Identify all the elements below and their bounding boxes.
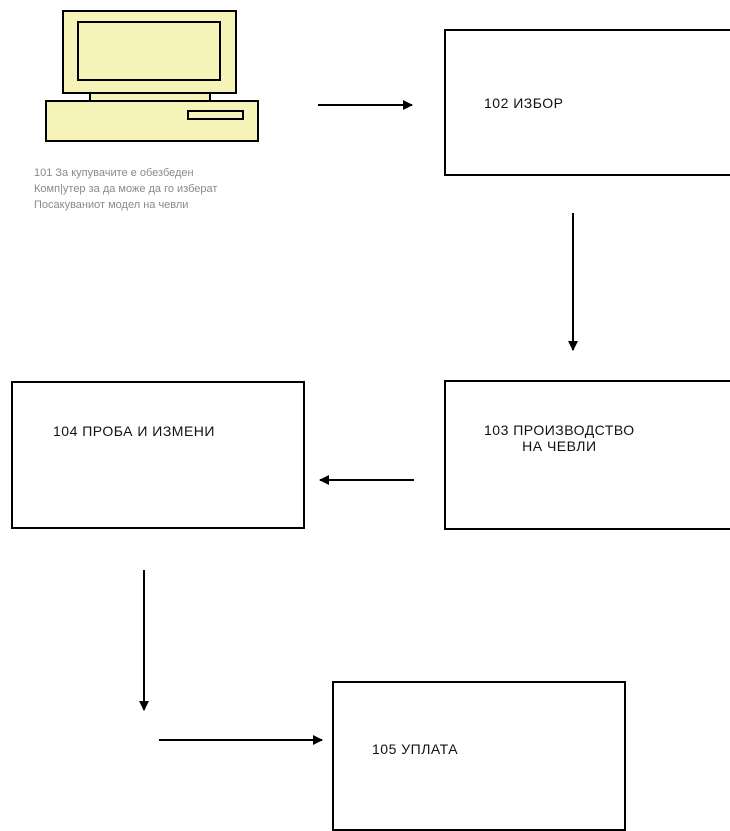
caption-line-1: 101 За купувачите е обезбеден (34, 167, 194, 179)
step-103-label-line-1: 103 ПРОИЗВОДСТВО (484, 422, 635, 438)
step-103-label: 103 ПРОИЗВОДСТВО НА ЧЕВЛИ (484, 422, 635, 454)
step-105-label: 105 УПЛАТА (372, 741, 459, 757)
caption-line-2: Комп|утер за да може да го изберат (34, 183, 218, 195)
caption-line-3: Посакуваниот модел на чевли (34, 199, 189, 211)
step-104-label: 104 ПРОБА И ИЗМЕНИ (53, 423, 215, 439)
step-104-box: 104 ПРОБА И ИЗМЕНИ (11, 381, 305, 529)
step-101-caption: 101 За купувачите е обезбеден Комп|утер … (34, 165, 217, 213)
step-103-box: 103 ПРОИЗВОДСТВО НА ЧЕВЛИ (444, 380, 730, 530)
step-102-label: 102 ИЗБОР (484, 95, 564, 111)
computer-icon (45, 10, 259, 142)
step-105-box: 105 УПЛАТА (332, 681, 626, 831)
step-102-box: 102 ИЗБОР (444, 29, 730, 176)
step-103-label-line-2: НА ЧЕВЛИ (522, 438, 597, 454)
